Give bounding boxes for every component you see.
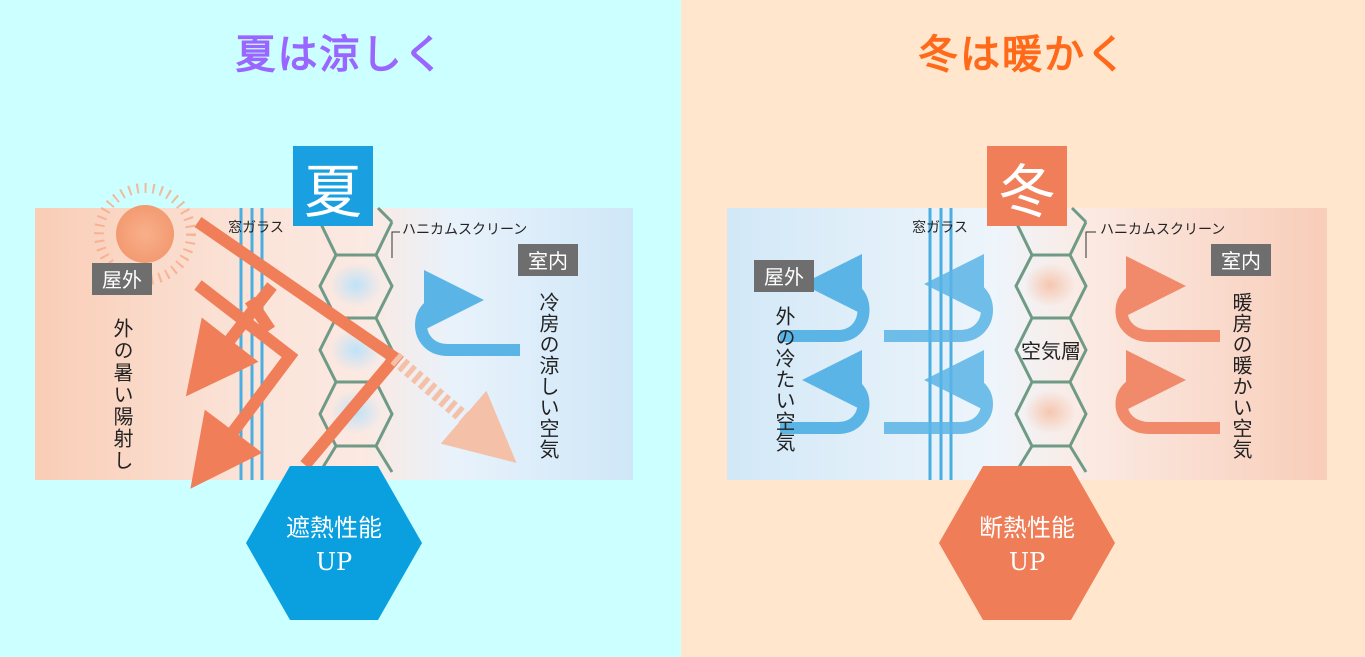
winter-screen-label: ハニカムスクリーン xyxy=(1100,222,1225,238)
winter-warm-air-arrows xyxy=(1115,256,1220,434)
summer-performance-line1: 遮熱性能 xyxy=(286,514,382,542)
winter-season-badge xyxy=(987,146,1067,226)
summer-cool-air-arrow xyxy=(415,270,520,356)
summer-performance-hexagon xyxy=(246,466,422,620)
winter-outdoor-tag xyxy=(754,260,814,292)
winter-performance-line1: 断熱性能 xyxy=(979,514,1075,542)
summer-indoor-label: 室内 xyxy=(528,249,568,273)
winter-heading: 冬は暖かく xyxy=(918,32,1128,78)
winter-screen-leader xyxy=(1085,231,1096,258)
winter-outdoor-label: 屋外 xyxy=(764,265,804,289)
summer-outdoor-tag xyxy=(92,263,152,295)
winter-indoor-label: 室内 xyxy=(1221,249,1261,273)
summer-screen-leader xyxy=(391,231,400,258)
summer-season-badge xyxy=(293,146,373,226)
summer-season-badge-text: 夏 xyxy=(304,158,362,226)
winter-indoor-tag xyxy=(1211,244,1271,276)
winter-performance-hexagon xyxy=(939,466,1115,620)
winter-glass-pane xyxy=(928,208,953,480)
summer-indoor-tag xyxy=(518,244,578,276)
winter-outdoor-caption: 外の冷たい空気 xyxy=(772,306,796,453)
winter-performance-line2: UP xyxy=(1009,548,1045,576)
winter-glass-label: 窓ガラス xyxy=(912,219,968,236)
summer-heading: 夏は涼しく xyxy=(235,32,446,78)
summer-outdoor-label: 屋外 xyxy=(102,268,142,292)
summer-outdoor-caption: 外の暑い陽射し xyxy=(110,318,134,472)
winter-cold-air-arrows xyxy=(780,254,993,434)
summer-diagram: 窓ガラス ハニカムスクリーン 屋外 室内 外の暑い陽射し 冷房の涼しい空気 夏 … xyxy=(35,146,633,620)
summer-indoor-caption: 冷房の涼しい空気 xyxy=(536,292,560,460)
winter-diagram: 窓ガラス ハニカムスクリーン 屋外 室内 外の冷たい空気 暖房の暖かい空気 空気… xyxy=(727,146,1327,620)
summer-ray-transmitted xyxy=(390,352,517,463)
winter-season-badge-text: 冬 xyxy=(998,158,1056,226)
summer-performance-line2: UP xyxy=(316,548,352,576)
winter-air-layer-label: 空気層 xyxy=(1021,339,1081,363)
summer-screen-label: ハニカムスクリーン xyxy=(402,222,527,238)
winter-indoor-caption: 暖房の暖かい空気 xyxy=(1229,292,1253,460)
summer-glass-label: 窓ガラス xyxy=(228,219,284,236)
